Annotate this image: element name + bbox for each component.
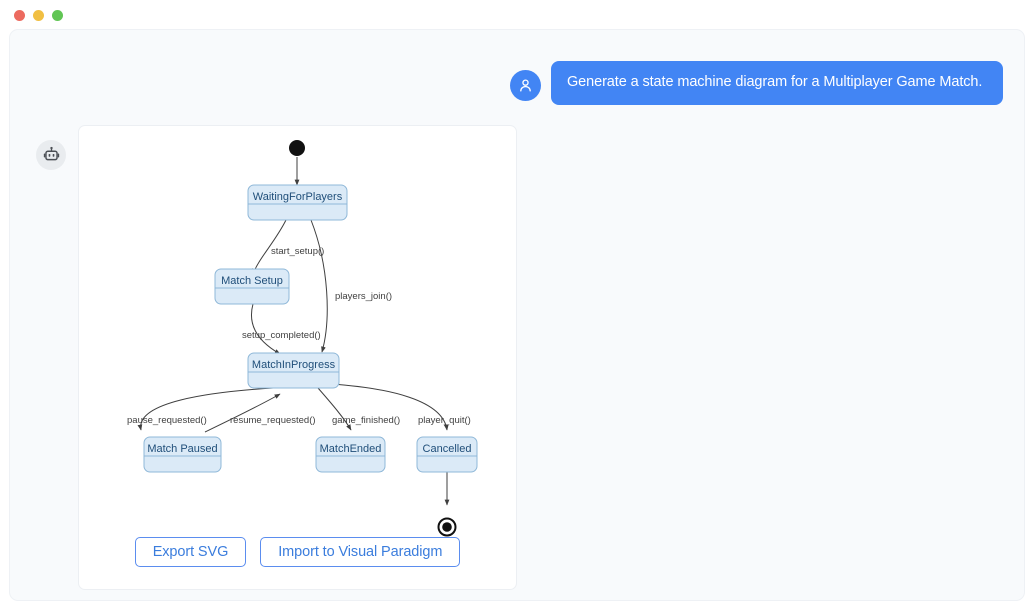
user-avatar — [510, 70, 541, 101]
state-label: MatchEnded — [320, 443, 382, 455]
state-node-matchpaused[interactable]: Match Paused — [143, 436, 222, 473]
state-machine-diagram: WaitingForPlayers Match Setup Ma — [79, 126, 516, 538]
final-state — [437, 517, 457, 537]
state-machine-svg: WaitingForPlayers Match Setup Ma — [127, 140, 478, 537]
edge-matchinprogress-to-matchended — [317, 387, 352, 431]
state-node-cancelled[interactable]: Cancelled — [416, 436, 478, 473]
state-label: Match Paused — [147, 443, 217, 455]
state-node-matchended[interactable]: MatchEnded — [315, 436, 386, 473]
initial-pseudostate — [289, 140, 305, 156]
window-minimize-button[interactable] — [33, 10, 44, 21]
transition-label-player-quit: player_quit() — [418, 415, 471, 426]
chat-panel: Generate a state machine diagram for a M… — [9, 29, 1025, 601]
edge-waitingforplayers-to-matchinprogress — [310, 219, 328, 353]
export-svg-button[interactable]: Export SVG — [134, 537, 247, 567]
transition-label-players-join: players_join() — [335, 291, 392, 302]
window-titlebar — [0, 0, 1034, 31]
edge-matchinprogress-to-matchpaused — [137, 387, 274, 431]
assistant-message-row: WaitingForPlayers Match Setup Ma — [36, 125, 517, 590]
user-person-icon — [520, 79, 531, 92]
user-message-row: Generate a state machine diagram for a M… — [510, 61, 1012, 106]
transition-label-start-setup: start_setup() — [271, 246, 324, 257]
card-action-bar: Export SVG Import to Visual Paradigm — [79, 537, 516, 567]
transition-label-setup-completed: setup_completed() — [242, 330, 321, 341]
import-to-visual-paradigm-button[interactable]: Import to Visual Paradigm — [260, 537, 461, 567]
state-label: Cancelled — [423, 443, 472, 455]
state-node-matchinprogress[interactable]: MatchInProgress — [247, 352, 340, 389]
state-node-waitingforplayers[interactable]: WaitingForPlayers — [247, 184, 348, 221]
edge-matchpaused-to-matchinprogress — [204, 393, 281, 433]
window-close-button[interactable] — [14, 10, 25, 21]
state-machine-diagram-card: WaitingForPlayers Match Setup Ma — [78, 125, 517, 590]
state-label: WaitingForPlayers — [253, 191, 343, 203]
user-message-bubble: Generate a state machine diagram for a M… — [551, 61, 1003, 106]
transition-label-game-finished: game_finished() — [332, 415, 400, 426]
window-maximize-button[interactable] — [52, 10, 63, 21]
state-label: Match Setup — [221, 275, 283, 287]
transition-label-pause-requested: pause_requested() — [127, 415, 207, 426]
robot-bot-icon — [43, 146, 59, 160]
assistant-avatar — [36, 140, 66, 170]
transition-label-resume-requested: resume_requested() — [230, 415, 316, 426]
state-node-matchsetup[interactable]: Match Setup — [214, 268, 290, 305]
edge-matchinprogress-to-cancelled — [330, 383, 449, 431]
edge-matchsetup-to-matchinprogress — [251, 303, 281, 355]
state-label: MatchInProgress — [252, 359, 336, 371]
